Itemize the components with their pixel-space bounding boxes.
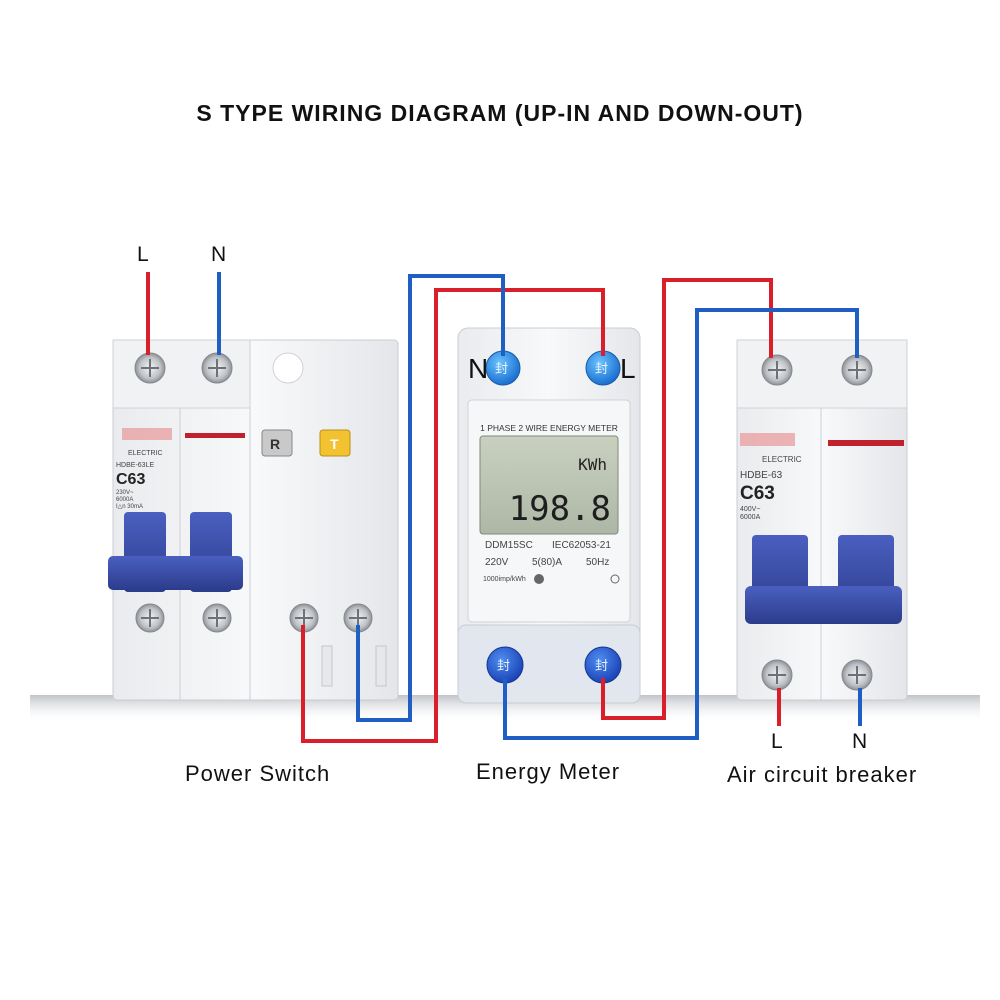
meter-current: 5(80)A [532, 557, 562, 568]
output-l-label: L [771, 730, 783, 753]
wire-meter-to-breaker-n [503, 308, 859, 740]
test-button [319, 429, 351, 457]
energy-meter: 封 封 封 封 N L 1 PHASE 2 WIRE ENERGY METER … [457, 327, 641, 704]
caption-power-switch: Power Switch [185, 761, 331, 786]
meter-terminal-l-label: L [620, 353, 636, 384]
breaker-model: HDBE-63 [740, 470, 783, 481]
indicator-window [272, 352, 304, 384]
wire-meter-to-breaker-l [601, 278, 773, 720]
wire-switch-to-meter-l [301, 288, 605, 743]
ps-spec-3: I△n 30mA [116, 504, 143, 510]
meter-standard: IEC62053-21 [552, 540, 611, 551]
ps-spec-2: 6000A [116, 497, 133, 503]
meter-header: 1 PHASE 2 WIRE ENERGY METER [480, 423, 618, 433]
meter-imp: 1000imp/kWh [483, 576, 526, 583]
reset-button [261, 429, 293, 457]
input-n-label: N [211, 243, 227, 266]
wire-switch-to-meter-n [356, 274, 505, 722]
brand-logo [740, 433, 795, 446]
power-switch: ELECTRIC HDBE-63LE C63 230V~ 6000A I△n 3… [108, 339, 399, 701]
diagram-title: S TYPE WIRING DIAGRAM (UP-IN AND DOWN-OU… [196, 100, 804, 126]
brand-logo [122, 428, 172, 440]
ps-button-t: T [330, 436, 339, 452]
ps-spec-1: 230V~ [116, 490, 134, 496]
ps-model: HDBE-63LE [116, 462, 154, 469]
handle-bar [108, 556, 243, 590]
input-l-label: L [137, 243, 149, 266]
meter-frequency: 50Hz [586, 557, 609, 568]
cap-glyph: 封 [495, 361, 508, 376]
air-circuit-breaker: ELECTRIC HDBE-63 C63 400V~ 6000A [736, 339, 908, 701]
breaker-spec-2: 6000A [740, 514, 761, 521]
meter-reading: 198.8 [509, 489, 611, 529]
breaker-rating: C63 [740, 483, 775, 504]
brand-stripe [185, 433, 245, 438]
cap-glyph: 封 [497, 658, 510, 673]
meter-voltage: 220V [485, 557, 509, 568]
caption-air-circuit-breaker: Air circuit breaker [727, 762, 918, 787]
brand-stripe [828, 440, 904, 446]
ps-button-r: R [270, 436, 280, 452]
cap-glyph: 封 [595, 361, 608, 376]
lcd-display [479, 435, 619, 535]
caption-energy-meter: Energy Meter [476, 759, 621, 784]
pulse-led-icon [534, 574, 544, 584]
breaker-spec-1: 400V~ [740, 506, 760, 513]
wires [146, 272, 862, 743]
meter-unit: KWh [578, 455, 607, 474]
ps-rating: C63 [116, 471, 145, 488]
breaker-electric: ELECTRIC [762, 455, 802, 464]
meter-model: DDM15SC [485, 540, 533, 551]
output-n-label: N [852, 730, 868, 753]
meter-terminal-n-label: N [468, 353, 488, 384]
info-icon [610, 574, 620, 584]
ps-electric: ELECTRIC [128, 450, 163, 457]
cap-glyph: 封 [595, 658, 608, 673]
handle-bar [745, 586, 902, 624]
